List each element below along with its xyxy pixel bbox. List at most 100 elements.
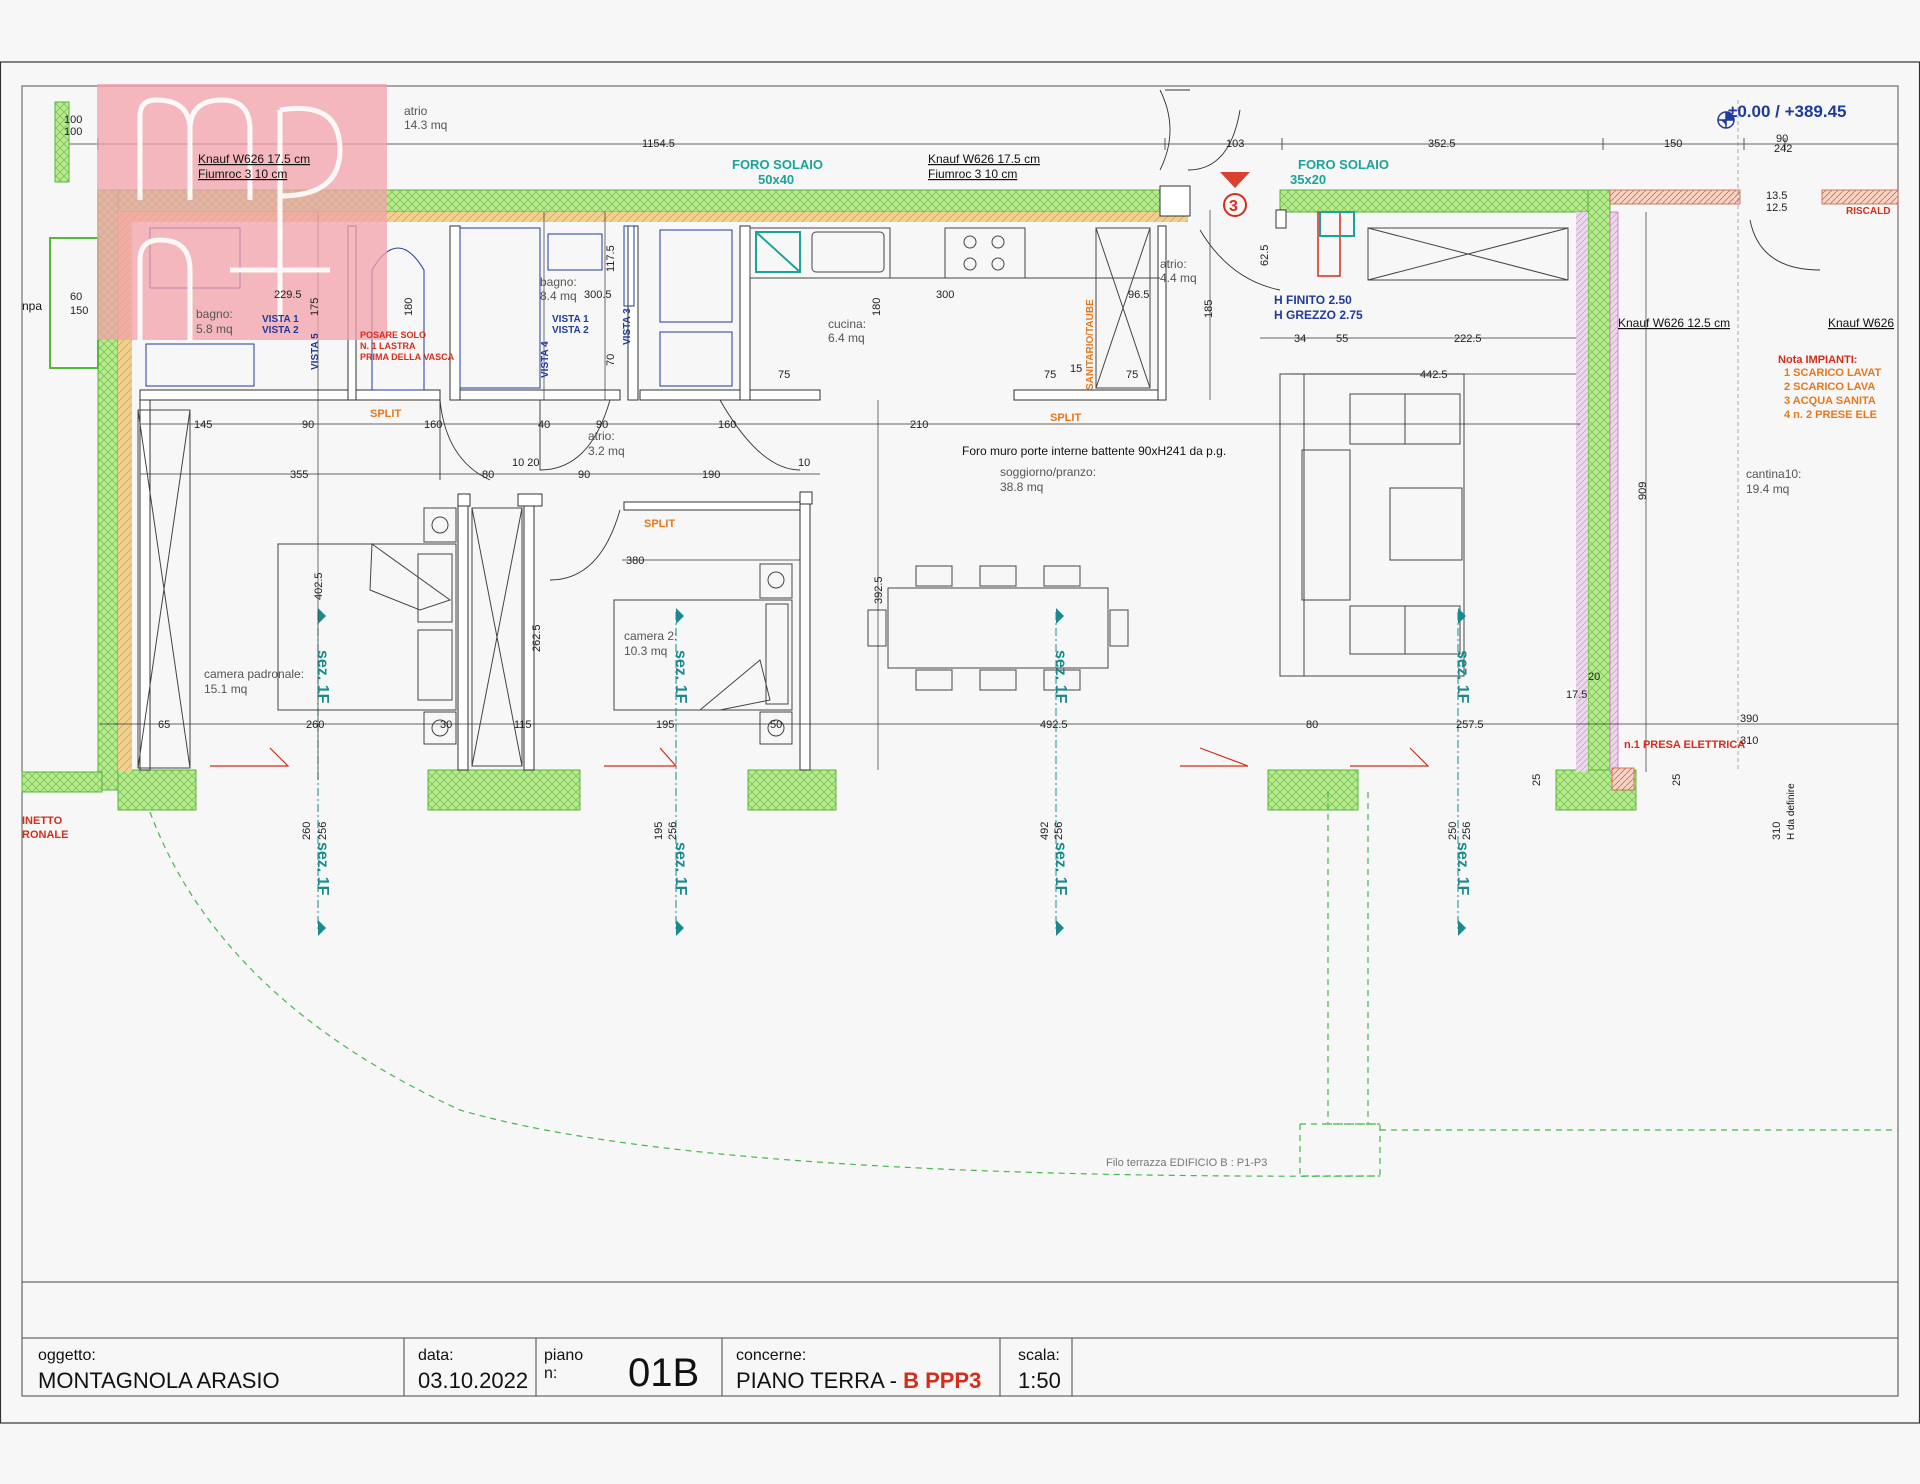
mp-logo-watermark (97, 84, 387, 340)
dim: 12.5 (1766, 202, 1787, 214)
dim: 256 (317, 822, 329, 840)
callout-number: 3 (1229, 198, 1238, 215)
concern-main: PIANO TERRA - (736, 1368, 903, 1393)
dim: 190 (702, 469, 720, 481)
view-label: VISTA 2 (262, 325, 299, 336)
sanitary-label: SANITARIO/TAUBE (1085, 299, 1096, 390)
dim: 180 (871, 298, 883, 316)
dim: 222.5 (1454, 333, 1482, 345)
wardrobe-1 (137, 409, 191, 769)
wall-spec: Fiumroc 3 10 cm (198, 167, 287, 181)
room-area: 10.3 mq (624, 644, 667, 658)
callout-marker-icon (1220, 172, 1250, 217)
floor-number-label: n: (544, 1365, 557, 1382)
bath-note: POSARE SOLO (360, 330, 426, 340)
kitchen-counter (749, 227, 1160, 279)
left-edge-label: npa (22, 299, 42, 313)
dim: 13.5 (1766, 190, 1787, 202)
insulation-right (1576, 212, 1588, 772)
date-label: data: (418, 1347, 454, 1364)
dim: 195 (653, 822, 665, 840)
dim: 185 (1203, 300, 1215, 318)
dim: 25 (1531, 774, 1543, 786)
pillar-3 (747, 769, 837, 811)
dim: 70 (605, 354, 617, 366)
room-area: 19.4 mq (1746, 482, 1789, 496)
dim: 75 (1044, 369, 1056, 381)
dim: 80 (1306, 719, 1318, 731)
dim: 103 (1226, 138, 1244, 150)
section-label: sez. 1F (1454, 842, 1471, 896)
room-name: camera padronale: (204, 667, 304, 681)
dim: 300 (936, 289, 954, 301)
room-area: 4.4 mq (1160, 271, 1197, 285)
systems-note-item: 3 ACQUA SANITA (1784, 395, 1876, 407)
room-name: atrio: (1160, 257, 1187, 271)
dim: 30 (440, 719, 452, 731)
room-area: 8.4 mq (540, 289, 577, 303)
dim: 229.5 (274, 289, 302, 301)
section-label: sez. 1F (314, 842, 331, 896)
bathroom-fixtures (145, 211, 1355, 391)
dim: 96.5 (1128, 289, 1149, 301)
view-label: VISTA 4 (540, 341, 551, 378)
dim: 60 (70, 291, 82, 303)
floor-label: piano (544, 1347, 583, 1364)
dim: 25 (1671, 774, 1683, 786)
dim: 62.5 (1259, 245, 1271, 266)
floor-opening-size: 50x40 (758, 172, 794, 187)
dim: 10 (798, 457, 810, 469)
room-area: 3.2 mq (588, 444, 625, 458)
dim: 310 (1771, 822, 1783, 840)
wardrobe-3 (1095, 227, 1569, 389)
dim: 242 (1774, 143, 1792, 155)
systems-note-item: 2 SCARICO LAVA (1784, 381, 1875, 393)
room-name: camera 2: (624, 629, 677, 643)
height-finished: H FINITO 2.50 (1274, 293, 1352, 307)
dim: 492.5 (1040, 719, 1068, 731)
dim: 160 (718, 419, 736, 431)
dim: 352.5 (1428, 138, 1456, 150)
window-marks (210, 747, 1430, 767)
split-ac-label: SPLIT (370, 408, 401, 420)
room-name: cucina: (828, 317, 866, 331)
room-label-left: RONALE (22, 829, 68, 841)
height-note: H da definire (1786, 783, 1797, 840)
height-raw: H GREZZO 2.75 (1274, 308, 1363, 322)
doors (439, 89, 1821, 581)
floor-number-value: 01B (628, 1351, 699, 1395)
dim: 34 (1294, 333, 1306, 345)
section-label: sez. 1F (1454, 650, 1471, 704)
dim: 257.5 (1456, 719, 1484, 731)
concern-value: PIANO TERRA - B PPP3 (736, 1368, 981, 1393)
floor-opening-note: FORO SOLAIO (732, 157, 823, 172)
view-label: VISTA 2 (552, 325, 589, 336)
pillar-4 (1267, 769, 1359, 811)
magenta-wall-top2 (1821, 189, 1899, 205)
dim: 90 (302, 419, 314, 431)
dim: 256 (1053, 822, 1065, 840)
pillar-2 (427, 769, 581, 811)
view-label: VISTA 3 (622, 308, 633, 345)
wall-bottom-left (21, 771, 103, 793)
terrace-outline (149, 792, 1898, 1177)
room-name: atrio: (588, 429, 615, 443)
view-label: VISTA 5 (310, 333, 321, 370)
dim: 355 (290, 469, 308, 481)
wall-top-right (1279, 189, 1611, 213)
dim: 150 (1664, 138, 1682, 150)
dim: 300.5 (584, 289, 612, 301)
insulation-top (118, 212, 1188, 222)
second-bed (613, 563, 793, 745)
concern-label: concerne: (736, 1347, 806, 1364)
dim: 55 (1336, 333, 1348, 345)
dim: 256 (667, 822, 679, 840)
wall-spec: Fiumroc 3 10 cm (928, 167, 1017, 181)
room-name: cantina10: (1746, 467, 1801, 481)
dim: 80 (482, 469, 494, 481)
section-label: sez. 1F (672, 650, 689, 704)
dim: 100 (64, 126, 82, 138)
room-name: bagno: (540, 275, 577, 289)
wall-left-ext (49, 237, 99, 369)
dim: 75 (778, 369, 790, 381)
